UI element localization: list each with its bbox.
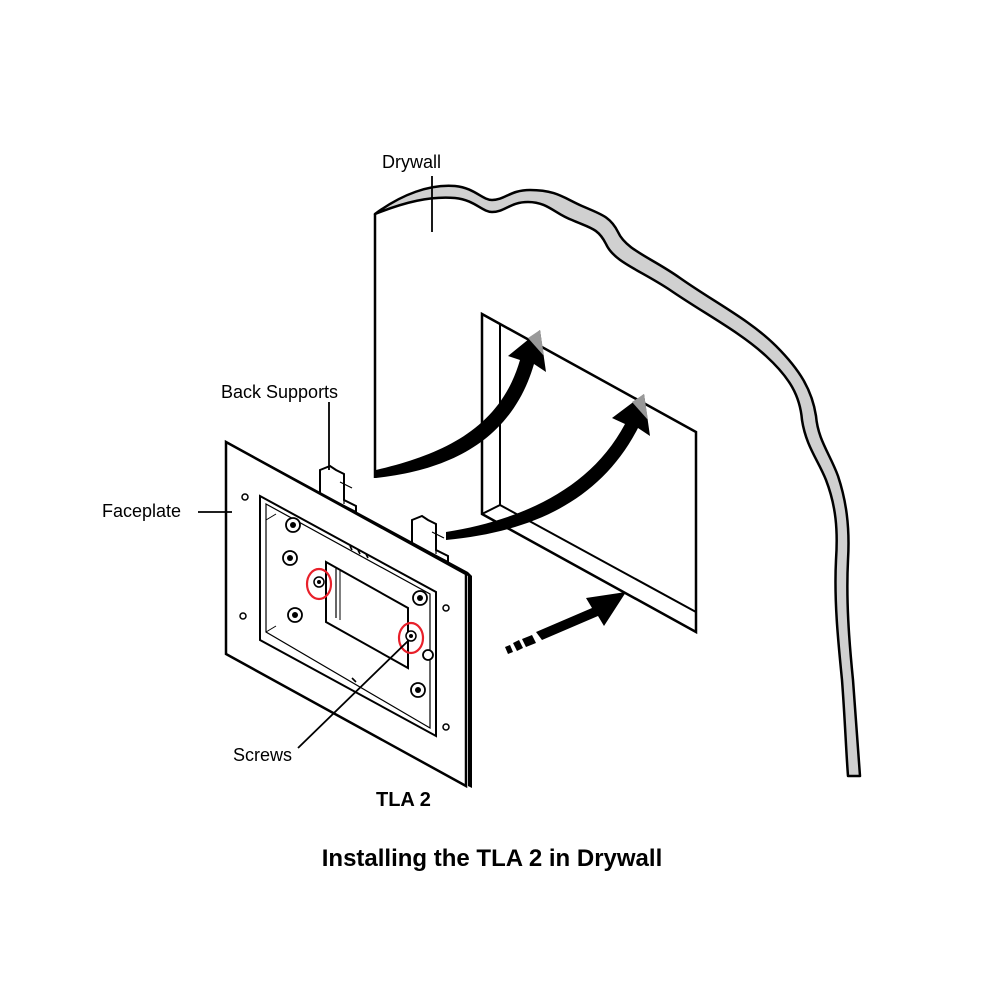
back-supports-label: Back Supports xyxy=(221,382,338,402)
leader-lines xyxy=(198,176,433,749)
cutout-inner-corner xyxy=(481,504,501,515)
faceplate-recess-inner xyxy=(265,502,431,730)
plate-hole xyxy=(239,612,247,620)
screw-boss xyxy=(287,607,303,623)
plate-hole xyxy=(442,723,450,731)
model-label: TLA 2 xyxy=(376,789,431,811)
screw-boss xyxy=(282,550,298,566)
screw-boss xyxy=(412,590,428,606)
faceplate-label: Faceplate xyxy=(102,501,181,521)
faceplate-notches xyxy=(349,545,369,683)
screws-leader xyxy=(297,639,410,749)
arrow-tip-lower xyxy=(632,394,648,420)
plate-hole xyxy=(241,493,249,501)
plate-holes xyxy=(239,493,450,731)
screws-label: Screws xyxy=(233,745,292,765)
screw-boss xyxy=(422,649,434,661)
arrow-tip-upper xyxy=(528,330,544,356)
screw-boss xyxy=(410,682,426,698)
faceplate xyxy=(224,439,472,789)
cutout-inner-left xyxy=(481,313,501,505)
curved-arrow-upper xyxy=(376,330,546,478)
diagram-caption: Installing the TLA 2 in Drywall xyxy=(322,845,663,872)
drywall-torn-edge xyxy=(373,184,862,778)
curved-arrow-lower xyxy=(446,394,650,540)
plate-hole xyxy=(442,604,450,612)
faceplate-opening xyxy=(325,560,409,670)
push-arrow xyxy=(505,592,626,654)
screw-boss xyxy=(285,517,301,533)
drywall-label: Drywall xyxy=(382,152,441,172)
cutout-inner-bottom xyxy=(499,504,697,613)
screw-highlight-right xyxy=(397,621,425,655)
screw-boss-group xyxy=(282,517,434,698)
drywall xyxy=(373,184,862,778)
screw-highlight-left xyxy=(305,567,333,601)
